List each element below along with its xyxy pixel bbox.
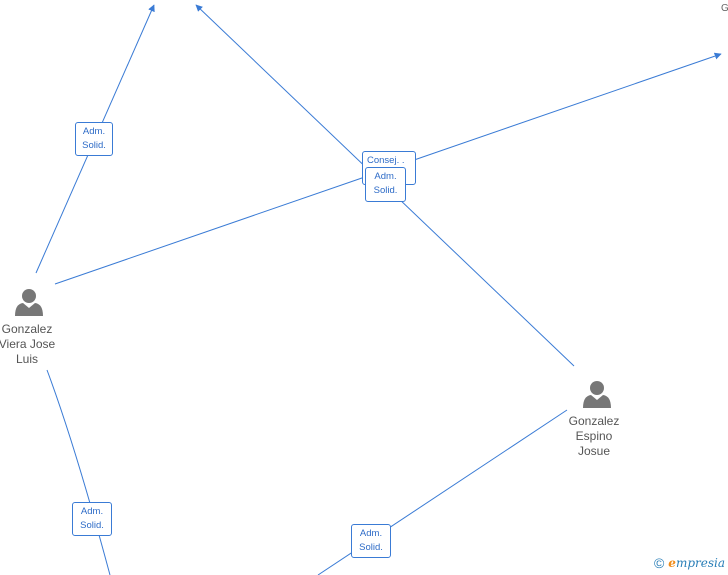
relation-text: Solid. [373, 185, 398, 196]
person-name-gonzalez-espino[interactable]: Gonzalez Espino Josue [554, 414, 634, 459]
edge-p1-down [46, 369, 111, 575]
relation-text: Adm. [374, 171, 397, 182]
relation-text: Solid. [359, 542, 383, 553]
relation-text: Adm. [82, 126, 106, 137]
person-icon[interactable] [15, 289, 43, 316]
name-line: Luis [15, 352, 38, 366]
empresia-logo: © e mpresia [654, 555, 725, 571]
name-line: Gonzalez [568, 414, 620, 428]
relation-text: Adm. [359, 528, 383, 539]
copyright-icon: © [653, 555, 665, 571]
person-icon[interactable] [583, 381, 611, 408]
relation-label-adm-solid[interactable]: Adm. Solid. [75, 122, 113, 156]
relation-text: Adm. [80, 506, 104, 517]
person-name-gonzalez-viera[interactable]: Gonzalez Viera Jose Luis [0, 322, 67, 367]
relation-text: Solid. [80, 520, 104, 531]
name-line: Viera Jose [0, 337, 56, 351]
relation-label-adm-solid[interactable]: Adm. Solid. [72, 502, 112, 536]
relation-text: Consej. . [367, 155, 405, 166]
brand-initial: e [668, 556, 676, 570]
brand-name: mpresia [675, 556, 725, 570]
name-line: Josue [577, 444, 611, 458]
relation-label-adm-solid[interactable]: Adm. Solid. [365, 167, 406, 202]
name-line: Gonzalez [1, 322, 53, 336]
relation-label-adm-solid[interactable]: Adm. Solid. [351, 524, 391, 558]
corner-text: G [721, 3, 728, 14]
name-line: Espino [575, 429, 613, 443]
relation-text: Solid. [82, 140, 106, 151]
